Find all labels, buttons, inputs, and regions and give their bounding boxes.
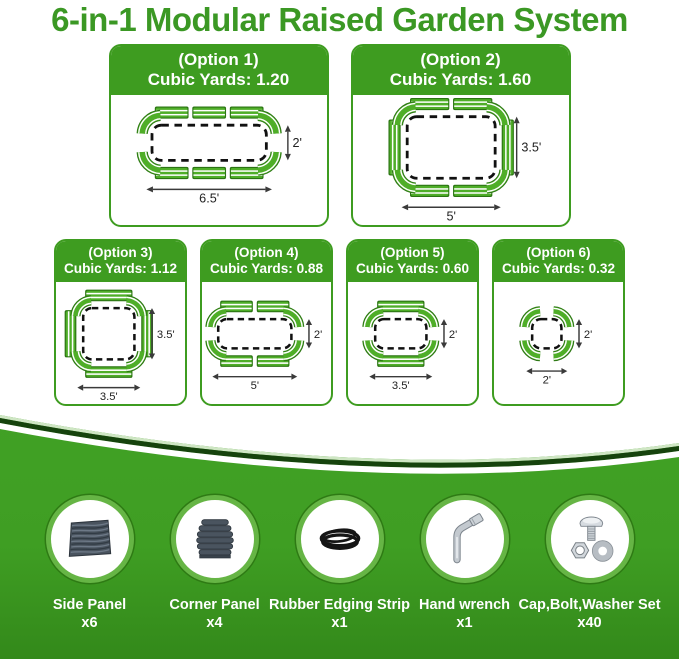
svg-text:2': 2' <box>542 375 550 387</box>
included-parts-section: Side Panel x6 Corner Panel x <box>0 407 679 659</box>
option-6-title: (Option 6) <box>526 245 591 261</box>
part-quantity: x40 <box>577 615 602 631</box>
part-item-rubber-edging-strip: Rubber Edging Strip x1 <box>269 495 410 631</box>
part-item-side-panel: Side Panel x6 <box>27 495 152 631</box>
hand-wrench-icon <box>452 513 484 564</box>
part-item-corner-panel: Corner Panel x4 <box>152 495 277 631</box>
options-row-1: (Option 1) Cubic Yards: 1.20 2' 6.5' (Opt… <box>0 44 679 228</box>
part-photo-circle <box>45 495 134 583</box>
option-1-cubic-yards: Cubic Yards: 1.20 <box>147 70 290 90</box>
option-3-cubic-yards: Cubic Yards: 1.12 <box>63 261 178 277</box>
part-label: Cap,Bolt,Washer Set <box>518 597 661 613</box>
corner-panel-icon <box>195 519 234 559</box>
option-3-layout-diagram: 3.5' 3.5' <box>64 289 174 403</box>
cap-bolt-washer-icon <box>570 516 613 562</box>
option-card-6: (Option 6) Cubic Yards: 0.32 2' 2' <box>492 239 625 407</box>
option-3-title: (Option 3) <box>88 245 153 261</box>
part-quantity: x1 <box>456 615 473 631</box>
part-label: Rubber Edging Strip <box>269 597 410 613</box>
option-1-title: (Option 1) <box>178 50 259 70</box>
option-card-5: (Option 5) Cubic Yards: 0.60 2' 3.5' <box>346 239 479 407</box>
part-label: Hand wrench <box>418 597 511 613</box>
svg-text:6.5': 6.5' <box>199 192 219 206</box>
option-card-5-header: (Option 5) Cubic Yards: 0.60 <box>348 241 477 283</box>
svg-text:2': 2' <box>448 329 456 341</box>
svg-text:3.5': 3.5' <box>521 141 541 155</box>
option-6-layout-diagram: 2' 2' <box>518 306 592 387</box>
svg-text:5': 5' <box>250 380 258 392</box>
part-item-hand-wrench: Hand wrench x1 <box>402 495 527 631</box>
part-photo-circle <box>420 495 509 583</box>
options-row-2: (Option 3) Cubic Yards: 1.12 3.5' 3.5' (O… <box>0 239 679 407</box>
option-card-4: (Option 4) Cubic Yards: 0.88 2' 5' <box>200 239 333 407</box>
option-card-3: (Option 3) Cubic Yards: 1.12 3.5' 3.5' <box>54 239 187 407</box>
part-photo-circle <box>170 495 259 583</box>
option-4-cubic-yards: Cubic Yards: 0.88 <box>209 261 324 277</box>
part-label: Corner Panel <box>169 597 260 613</box>
svg-text:5': 5' <box>446 210 455 224</box>
curved-divider <box>0 407 679 474</box>
svg-text:2': 2' <box>313 329 321 341</box>
option-5-title: (Option 5) <box>380 245 445 261</box>
option-5-layout-diagram: 2' 3.5' <box>361 300 457 392</box>
part-photo-circle <box>545 495 634 583</box>
part-label: Side Panel <box>52 597 127 613</box>
option-card-2-header: (Option 2) Cubic Yards: 1.60 <box>352 46 569 96</box>
option-card-1-header: (Option 1) Cubic Yards: 1.20 <box>110 46 327 96</box>
part-quantity: x4 <box>206 615 223 631</box>
part-quantity: x1 <box>331 615 348 631</box>
option-1-layout-diagram: 2' 6.5' <box>136 106 301 206</box>
svg-text:3.5': 3.5' <box>99 391 117 403</box>
option-6-cubic-yards: Cubic Yards: 0.32 <box>501 261 616 277</box>
side-panel-icon <box>68 519 111 557</box>
option-2-layout-diagram: 3.5' 5' <box>387 98 541 224</box>
svg-text:2': 2' <box>583 329 591 341</box>
part-item-cap-bolt-washer-set: Cap,Bolt,Washer Set x40 <box>518 495 661 631</box>
svg-text:3.5': 3.5' <box>391 380 409 392</box>
option-card-1: (Option 1) Cubic Yards: 1.20 2' 6.5' <box>108 44 329 228</box>
part-quantity: x6 <box>81 615 98 631</box>
svg-text:3.5': 3.5' <box>156 329 174 341</box>
option-card-6-header: (Option 6) Cubic Yards: 0.32 <box>494 241 623 283</box>
rubber-edging-strip-icon <box>319 528 360 550</box>
option-2-title: (Option 2) <box>420 50 501 70</box>
option-4-title: (Option 4) <box>234 245 299 261</box>
option-card-4-header: (Option 4) Cubic Yards: 0.88 <box>202 241 331 283</box>
option-4-layout-diagram: 2' 5' <box>204 300 322 392</box>
part-photo-circle <box>295 495 384 583</box>
svg-text:2': 2' <box>292 136 301 150</box>
option-2-cubic-yards: Cubic Yards: 1.60 <box>389 70 532 90</box>
option-5-cubic-yards: Cubic Yards: 0.60 <box>355 261 470 277</box>
option-card-2: (Option 2) Cubic Yards: 1.60 3.5' 5' <box>350 44 571 228</box>
option-card-3-header: (Option 3) Cubic Yards: 1.12 <box>56 241 185 283</box>
parts-row: Side Panel x6 Corner Panel x <box>0 495 679 631</box>
page-title: 6-in-1 Modular Raised Garden System <box>51 1 628 38</box>
